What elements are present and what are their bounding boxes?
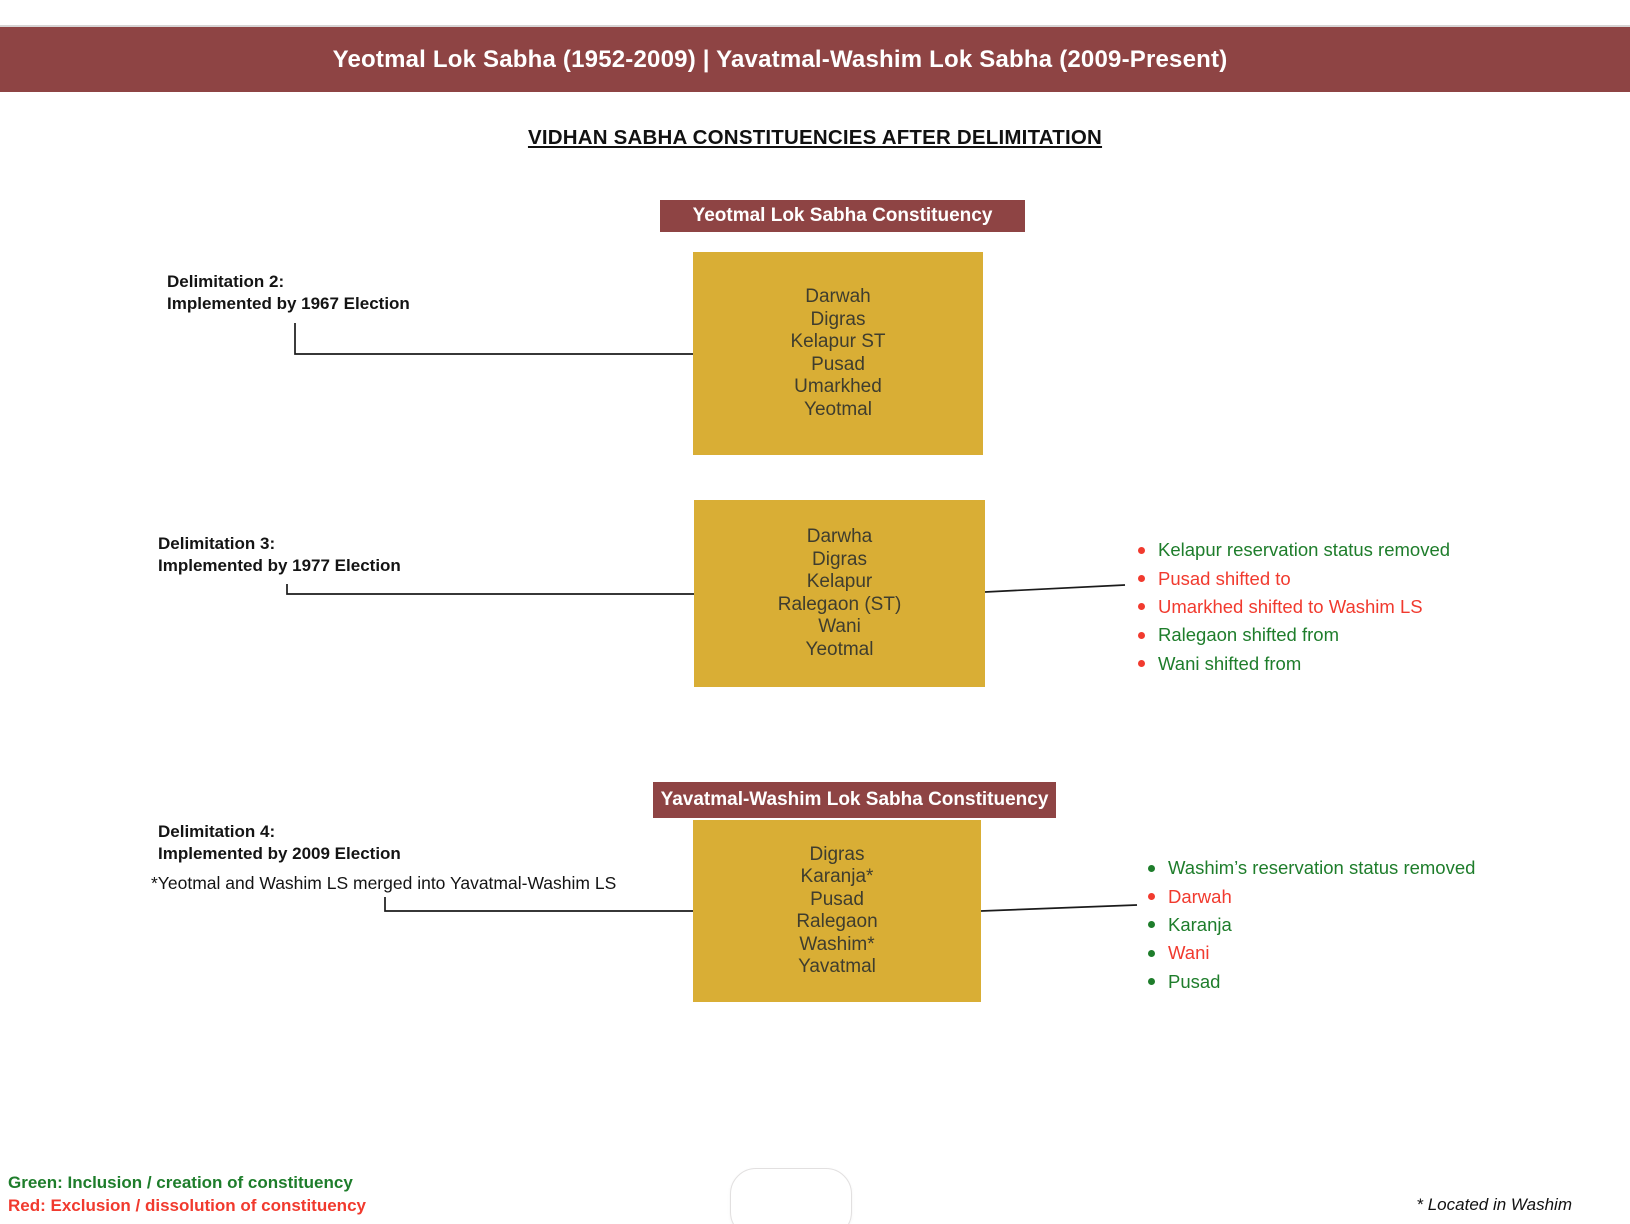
legend-green: Green: Inclusion / creation of constitue… <box>8 1173 353 1192</box>
constituency-name: Digras <box>810 308 866 330</box>
constituency-name: Ralegaon <box>796 911 878 932</box>
delimitation-4-subtitle: Implemented by 2009 Election <box>158 844 401 863</box>
connector-delimitation-2 <box>294 323 693 355</box>
connector-delimitation-4-right <box>980 904 1138 912</box>
bullet-icon <box>1138 575 1145 583</box>
diagram-heading: VIDHAN SABHA CONSTITUENCIES AFTER DELIMI… <box>527 126 1103 149</box>
lok-sabha-header-yeotmal: Yeotmal Lok Sabha Constituency <box>660 200 1025 232</box>
change-item: Wani <box>1148 939 1475 967</box>
change-item: Darwah <box>1148 882 1475 910</box>
change-item: Pusad shifted to <box>1138 564 1450 592</box>
constituency-name: Yeotmal <box>805 638 874 660</box>
delimitation-4-label: Delimitation 4: Implemented by 2009 Elec… <box>151 821 616 894</box>
change-item: Ralegaon shifted from <box>1138 621 1450 649</box>
bullet-icon <box>1138 603 1145 611</box>
change-item: Umarkhed shifted to Washim LS <box>1138 593 1450 621</box>
color-legend: Green: Inclusion / creation of constitue… <box>8 1171 366 1217</box>
bullet-icon <box>1148 864 1155 872</box>
lok-sabha-header-yavatmal-washim: Yavatmal-Washim Lok Sabha Constituency <box>653 782 1056 818</box>
constituency-name: Pusad <box>811 353 865 375</box>
constituency-name: Yavatmal <box>798 956 876 977</box>
delimitation-2-title: Delimitation 2: <box>167 272 285 291</box>
connector-delimitation-3-right <box>984 584 1126 593</box>
bullet-icon <box>1138 631 1145 639</box>
constituency-name: Yeotmal <box>804 398 872 420</box>
constituency-name: Karanja* <box>800 866 874 887</box>
bullet-icon <box>1138 546 1145 554</box>
bottom-pill-control[interactable] <box>730 1168 852 1224</box>
change-text: Karanja <box>1168 913 1232 935</box>
connector-delimitation-3-left <box>286 584 694 595</box>
legend-red: Red: Exclusion / dissolution of constitu… <box>8 1196 366 1215</box>
change-item: Washim’s reservation status removed <box>1148 854 1475 882</box>
bullet-icon <box>1148 978 1155 986</box>
change-text: Pusad <box>1168 970 1221 992</box>
bullet-icon <box>1148 949 1155 957</box>
change-text: Wani shifted from <box>1158 652 1302 674</box>
connector-delimitation-4-left <box>384 897 693 912</box>
constituency-name: Digras <box>809 843 865 865</box>
change-text: Kelapur reservation status removed <box>1158 539 1451 561</box>
constituency-name: Washim* <box>799 933 875 955</box>
delimitation-4-title: Delimitation 4: <box>158 822 276 841</box>
change-text: Washim’s reservation status removed <box>1168 857 1476 879</box>
constituency-name: Pusad <box>810 888 864 910</box>
change-text: Wani <box>1168 942 1210 964</box>
delimitation-4-note: *Yeotmal and Washim LS merged into Yavat… <box>151 873 617 893</box>
bullet-icon <box>1138 660 1145 668</box>
washim-footnote: * Located in Washim <box>1416 1195 1572 1214</box>
constituency-name: Wani <box>818 616 861 637</box>
change-item: Wani shifted from <box>1138 650 1450 678</box>
constituency-name: Kelapur <box>806 571 873 592</box>
title-banner: Yeotmal Lok Sabha (1952-2009) | Yavatmal… <box>0 25 1630 92</box>
delimitation-2-label: Delimitation 2: Implemented by 1967 Elec… <box>167 271 410 315</box>
change-text: Darwah <box>1168 885 1232 907</box>
change-item: Pusad <box>1148 968 1475 996</box>
bullet-icon <box>1148 893 1155 901</box>
page-title: Yeotmal Lok Sabha (1952-2009) | Yavatmal… <box>332 45 1228 73</box>
constituency-name: Umarkhed <box>794 376 882 397</box>
change-text: Ralegaon shifted from <box>1158 624 1339 646</box>
delimitation-3-title: Delimitation 3: <box>158 534 276 553</box>
delimitation-3-subtitle: Implemented by 1977 Election <box>158 556 401 575</box>
constituency-name: Kelapur ST <box>790 331 886 352</box>
change-text: Umarkhed shifted to Washim LS <box>1158 595 1423 617</box>
change-text: Pusad shifted to <box>1158 567 1291 589</box>
constituency-name: Darwah <box>805 286 871 307</box>
constituency-name: Digras <box>812 548 867 570</box>
change-item: Karanja <box>1148 911 1475 939</box>
delimitation-2-subtitle: Implemented by 1967 Election <box>167 294 410 313</box>
constituency-name: Darwha <box>806 526 873 547</box>
constituency-name: Ralegaon (ST) <box>777 593 902 615</box>
delimitation-3-label: Delimitation 3: Implemented by 1977 Elec… <box>158 533 401 577</box>
bullet-icon <box>1148 921 1155 929</box>
change-item: Kelapur reservation status removed <box>1138 536 1450 564</box>
